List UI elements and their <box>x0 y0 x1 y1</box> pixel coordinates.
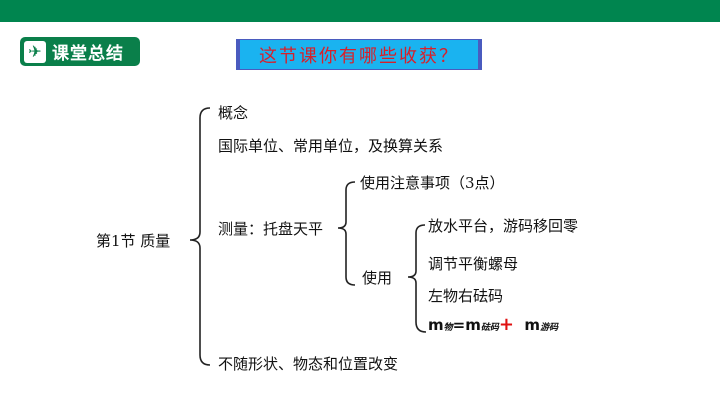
mass-formula: m物=m砝码+ m游码 <box>428 314 558 335</box>
formula-eq: =m <box>452 316 481 334</box>
use-label: 使用 <box>362 269 393 287</box>
step-3: 左物右砝码 <box>428 287 504 305</box>
top-bar <box>0 0 720 22</box>
use-brace <box>407 224 427 333</box>
section-badge: ✈ 课堂总结 <box>20 37 140 66</box>
runner-icon: ✈ <box>24 40 46 63</box>
step-1: 放水平台，游码移回零 <box>428 217 579 235</box>
banner-title: 这节课你有哪些收获？ <box>236 39 482 70</box>
formula-sub-rider: 游码 <box>540 323 559 333</box>
root-label: 第1节 质量 <box>96 232 171 250</box>
property-label: 不随形状、物态和位置改变 <box>218 355 399 373</box>
formula-sub-weights: 砝码 <box>480 323 499 333</box>
measure-brace <box>337 181 356 286</box>
measure-label: 测量：托盘天平 <box>218 220 324 238</box>
formula-m: m <box>428 316 444 334</box>
notes-label: 使用注意事项（3点） <box>360 174 505 192</box>
formula-plus: + <box>498 314 514 335</box>
units-label: 国际单位、常用单位，及换算关系 <box>218 137 444 155</box>
formula-sub-object: 物 <box>443 323 453 333</box>
main-brace <box>189 107 211 366</box>
concept-label: 概念 <box>218 104 249 122</box>
formula-m2: m <box>524 316 541 334</box>
badge-label: 课堂总结 <box>52 44 124 64</box>
step-2: 调节平衡螺母 <box>428 255 519 273</box>
